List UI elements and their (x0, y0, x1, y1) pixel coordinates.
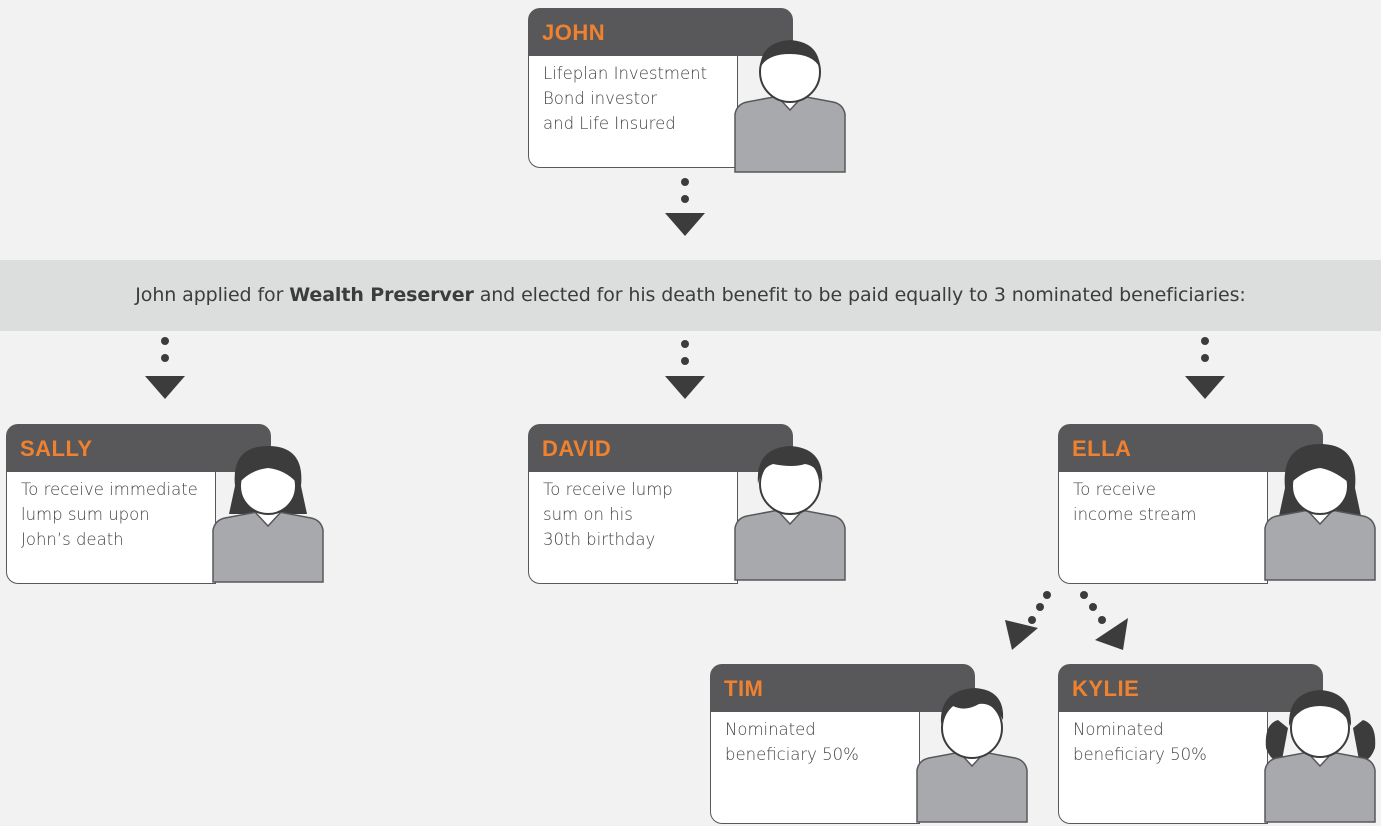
card-name: JOHN (542, 20, 606, 45)
female-person-icon (212, 446, 324, 583)
card-description: To receive immediate lump sum upon John’… (21, 480, 198, 549)
card-description: Nominated beneficiary 50% (1073, 720, 1207, 764)
card-sally: SALLY To receive immediate lump sum upon… (6, 424, 324, 584)
card-name: KYLIE (1072, 676, 1140, 701)
card-david: DAVID To receive lump sum on his 30th bi… (528, 424, 846, 584)
female-person-icon (1264, 444, 1376, 581)
card-description: Lifeplan Investment Bond investor and Li… (543, 64, 708, 133)
male-person-icon (734, 446, 846, 581)
banner-text: John applied for Wealth Preserver and el… (135, 284, 1246, 306)
banner-band: John applied for Wealth Preserver and el… (0, 260, 1381, 331)
card-tim: TIM Nominated beneficiary 50% (710, 664, 1028, 824)
card-kylie: KYLIE Nominated beneficiary 50% (1058, 664, 1376, 824)
banner-product-name: Wealth Preserver (289, 284, 474, 306)
girl-person-icon (1264, 690, 1376, 823)
card-name: SALLY (20, 436, 93, 461)
card-description: To receive lump sum on his 30th birthday (543, 480, 673, 549)
card-description: Nominated beneficiary 50% (725, 720, 859, 764)
card-john: JOHN Lifeplan Investment Bond investor a… (528, 8, 846, 173)
card-name: DAVID (542, 436, 612, 461)
card-name: TIM (724, 676, 764, 701)
boy-person-icon (916, 688, 1028, 823)
card-name: ELLA (1072, 436, 1132, 461)
card-description: To receive income stream (1073, 480, 1197, 524)
card-ella: ELLA To receive income stream (1058, 424, 1376, 584)
male-person-icon (734, 40, 846, 173)
